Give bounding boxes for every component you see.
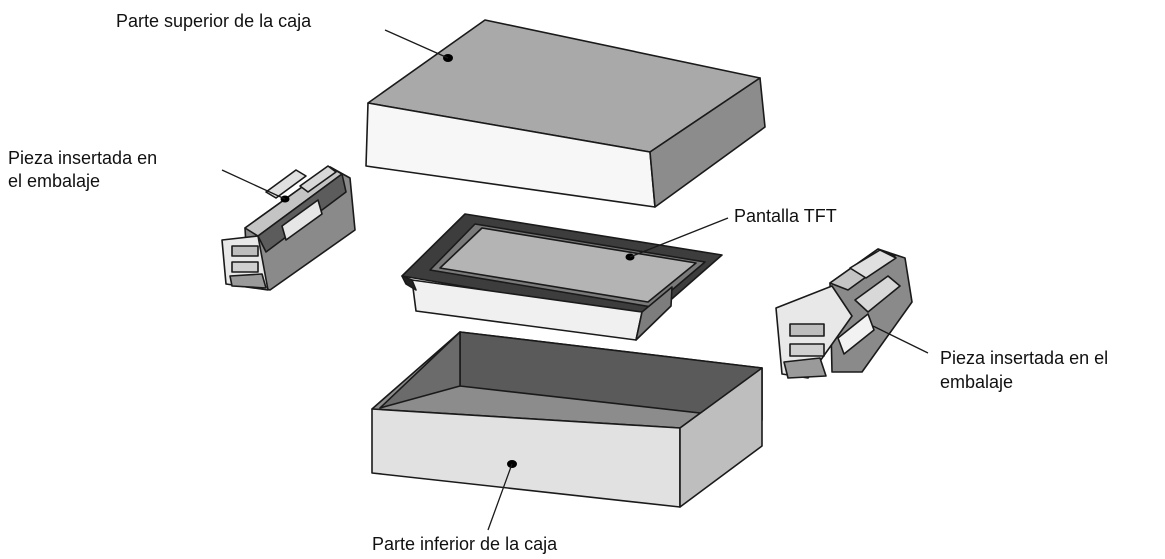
label-insert-right-line2: embalaje [940, 372, 1014, 392]
insert-right-part [775, 248, 913, 379]
box-bottom-inner-wall [379, 331, 461, 409]
box-bottom-part [371, 331, 763, 508]
leader-line-tft-screen [629, 217, 729, 258]
leader-line-box-top [384, 29, 449, 59]
leader-line-box-bottom [487, 463, 513, 531]
box-top-part [365, 19, 766, 208]
label-insert-right-line1: Pieza insertada en el [940, 348, 1109, 368]
leader-line-insert-left [221, 169, 286, 200]
box-bottom-side-face [679, 367, 763, 508]
label-insert-left-line1: Pieza insertada en [8, 148, 158, 168]
box-top-side-face [649, 77, 766, 208]
label-insert-left-line2: el embalaje [8, 171, 101, 191]
label-box-top: Parte superior de la caja [116, 11, 312, 31]
insert-left-part [221, 165, 356, 291]
box-bottom-marker-dot [507, 460, 517, 468]
tft-screen-part [401, 213, 723, 341]
leader-line-insert-right [872, 325, 929, 354]
label-tft-screen: Pantalla TFT [734, 206, 837, 226]
label-box-bottom: Parte inferior de la caja [372, 534, 558, 554]
